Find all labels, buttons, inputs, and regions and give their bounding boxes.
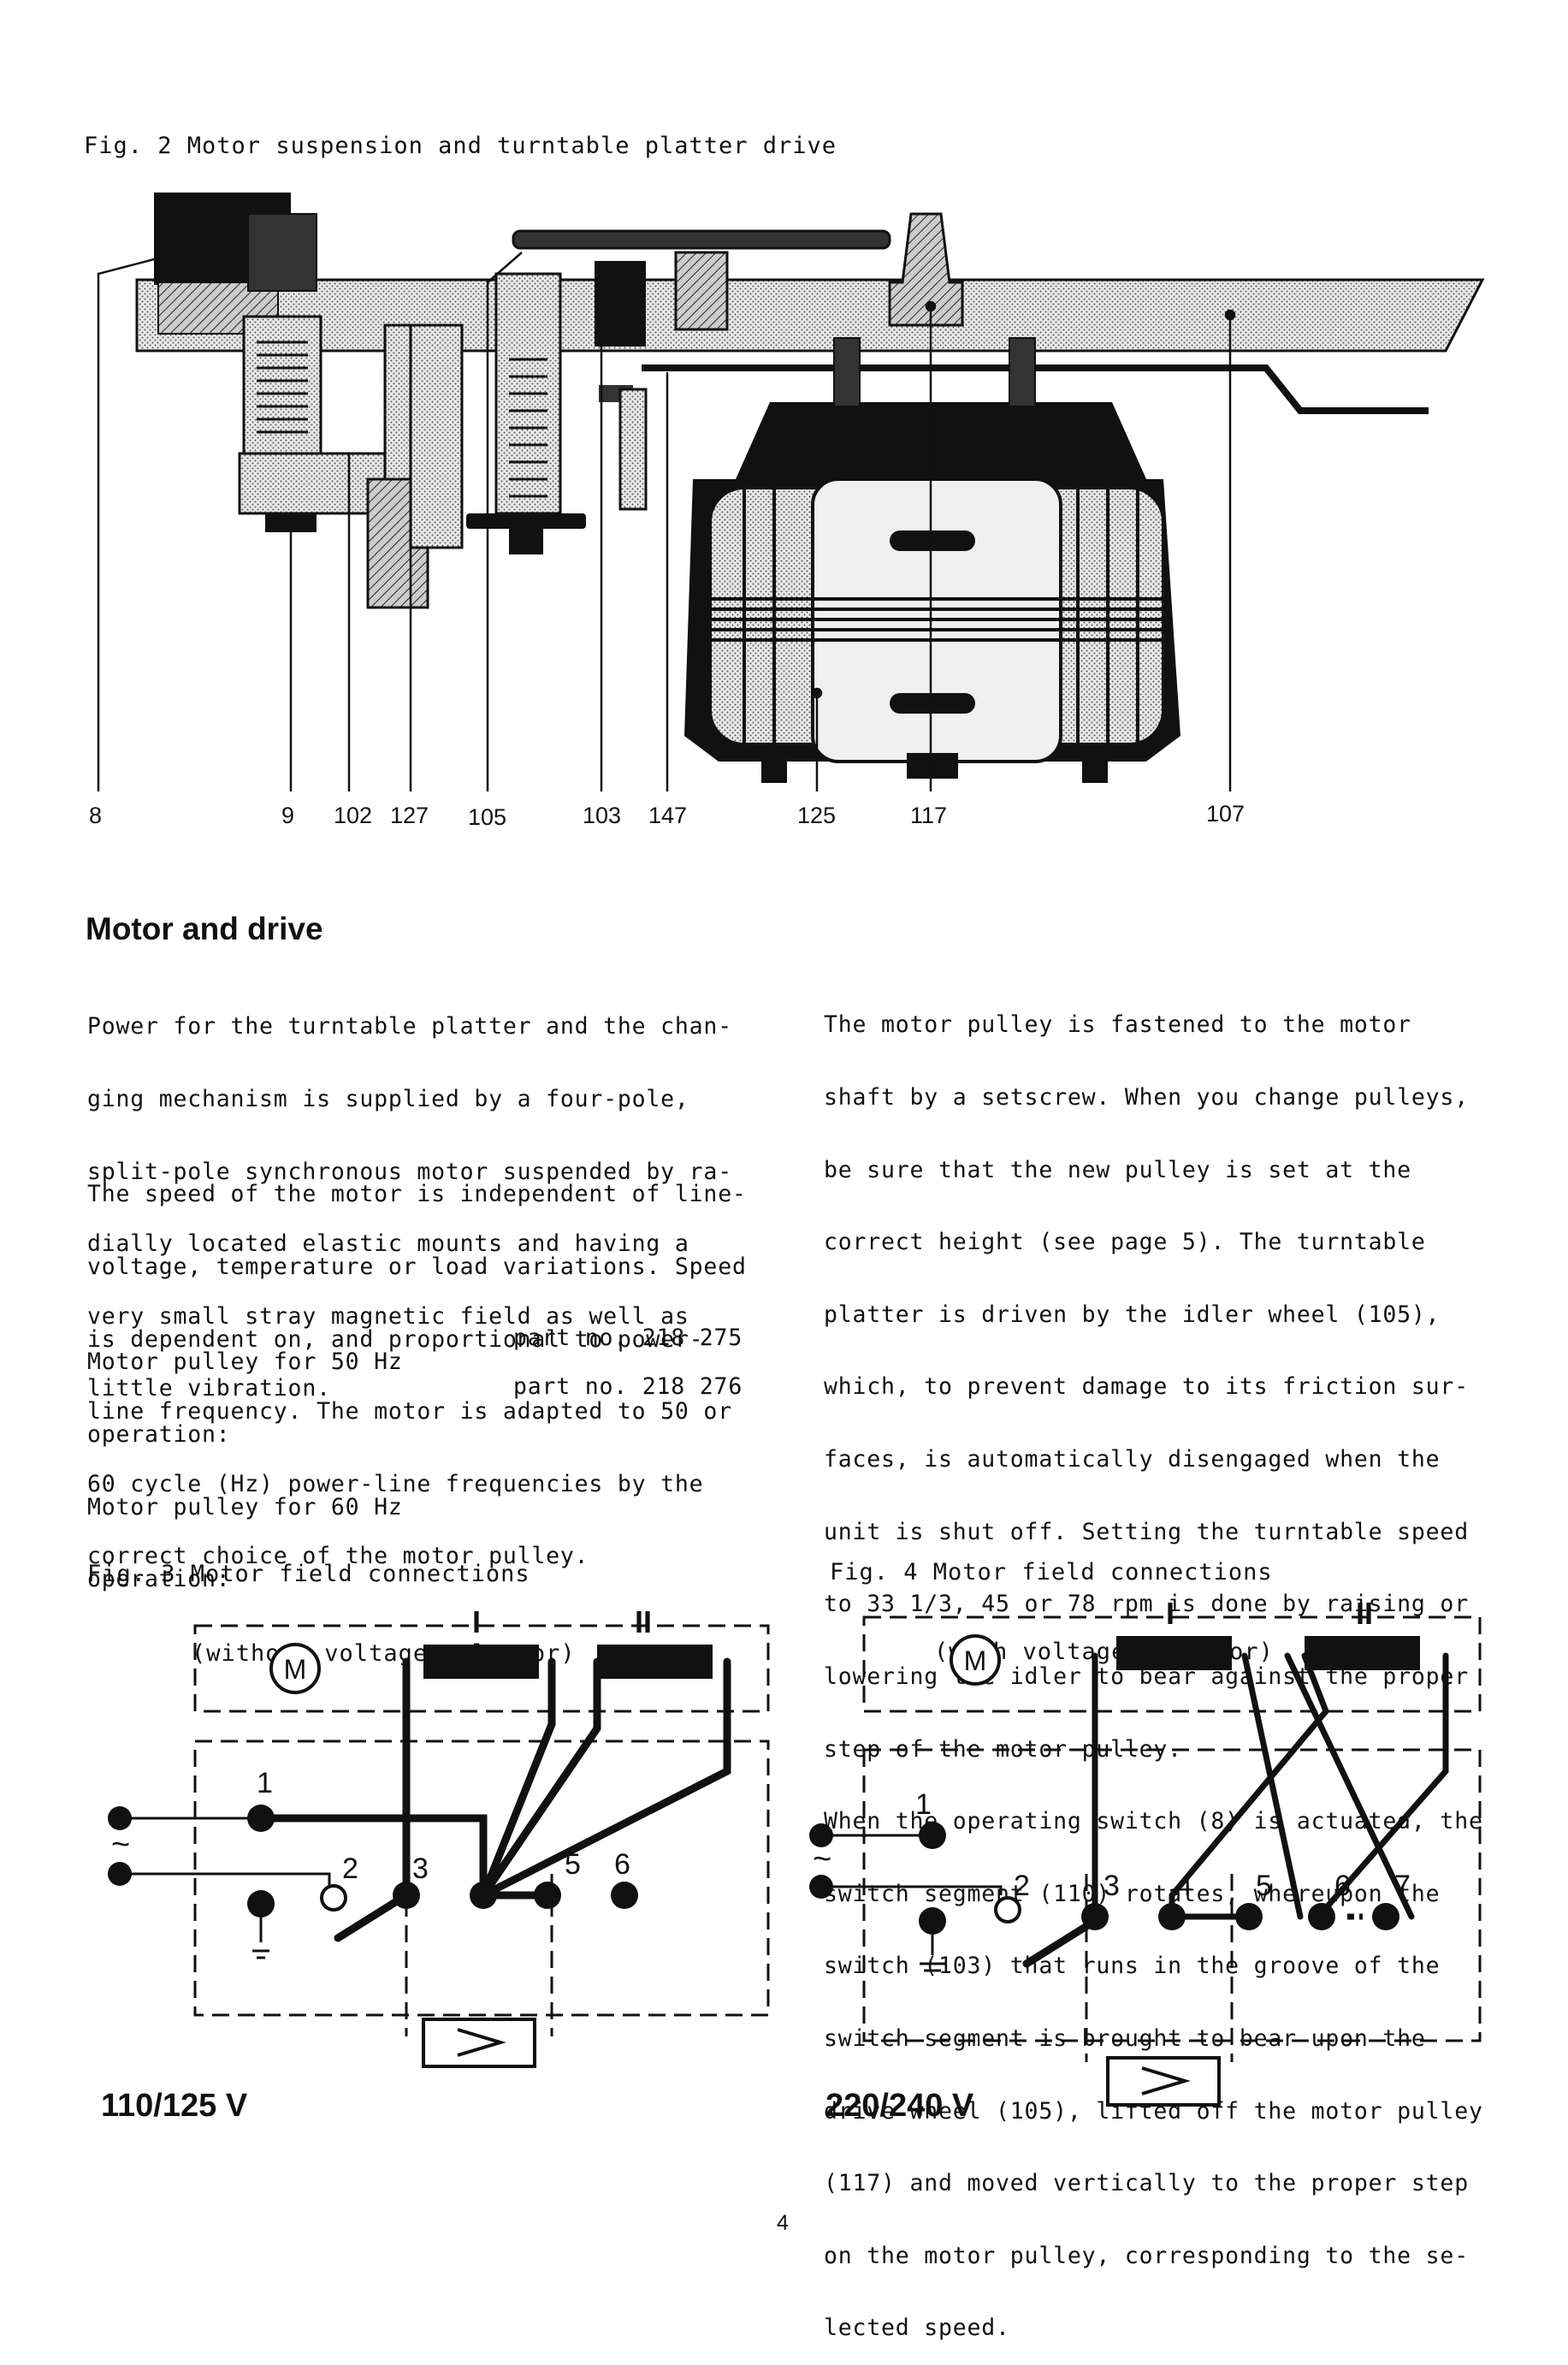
svg-text:~: ~ (111, 1827, 130, 1863)
svg-text:6: 6 (614, 1848, 630, 1881)
svg-text:5: 5 (565, 1848, 581, 1881)
svg-text:5: 5 (1256, 1870, 1272, 1902)
callout-label: 103 (583, 803, 622, 828)
part-number: part no. 218 276 (513, 1373, 743, 1400)
idler-wheel (512, 229, 891, 250)
fig3-voltage: 110/125 V (101, 2088, 248, 2124)
fig4-voltage: 220/240 V (825, 2088, 974, 2124)
svg-text:4: 4 (1176, 1870, 1192, 1902)
motor (684, 337, 1180, 783)
fig4-wiring-diagram: M I II ~ 1 2 3 4 5 6 7 (809, 1596, 1482, 2107)
callout-label: 125 (797, 803, 837, 828)
winding-I (1116, 1636, 1232, 1670)
motor-bracket (642, 365, 1429, 414)
callout-label: 147 (648, 803, 688, 828)
svg-text:1: 1 (257, 1767, 273, 1799)
svg-text:I: I (472, 1604, 481, 1639)
motor-suspension-diagram (97, 193, 1485, 791)
winding-II (597, 1645, 713, 1679)
motor-label: M (284, 1654, 307, 1685)
motor-label: M (964, 1645, 987, 1676)
winding-I (423, 1645, 539, 1679)
callout-label: 102 (334, 803, 373, 828)
callout-label: 117 (910, 803, 948, 828)
svg-text:1: 1 (915, 1788, 932, 1821)
svg-text:6: 6 (1334, 1870, 1351, 1902)
svg-text:II: II (1356, 1596, 1373, 1631)
svg-text:2: 2 (342, 1852, 358, 1885)
callout-label: 9 (281, 803, 295, 828)
svg-text:3: 3 (412, 1852, 429, 1885)
fig3-wiring-diagram: M I II ~ 1 2 3 5 6 (108, 1604, 770, 2068)
left-paragraph-1: Power for the turntable platter and the … (87, 1013, 732, 1402)
callout-label: 107 (1206, 801, 1246, 827)
svg-text:3: 3 (1104, 1870, 1120, 1902)
svg-text:II: II (635, 1604, 652, 1639)
winding-II (1305, 1636, 1420, 1670)
left-paragraph-2: The speed of the motor is independent of… (87, 1181, 747, 1570)
motor-pulley (888, 212, 964, 327)
callout-label: 127 (390, 803, 429, 828)
svg-text:2: 2 (1014, 1870, 1030, 1902)
svg-text:~: ~ (813, 1841, 831, 1877)
svg-text:7: 7 (1394, 1870, 1411, 1902)
callout-label: 8 (89, 803, 103, 828)
part-number: part no. 218 275 (513, 1325, 743, 1351)
page-number: 4 (777, 2211, 789, 2235)
svg-text:I: I (1166, 1596, 1175, 1631)
chassis-plate (135, 278, 1485, 353)
callout-label: 105 (468, 804, 507, 830)
pulley-part-list: Motor pulley for 50 Hz operation: Motor … (87, 1348, 403, 1593)
section-heading: Motor and drive (86, 911, 323, 946)
fig2-caption: Fig. 2 Motor suspension and turntable pl… (84, 133, 837, 159)
right-paragraph: The motor pulley is fastened to the moto… (824, 1011, 1483, 2342)
